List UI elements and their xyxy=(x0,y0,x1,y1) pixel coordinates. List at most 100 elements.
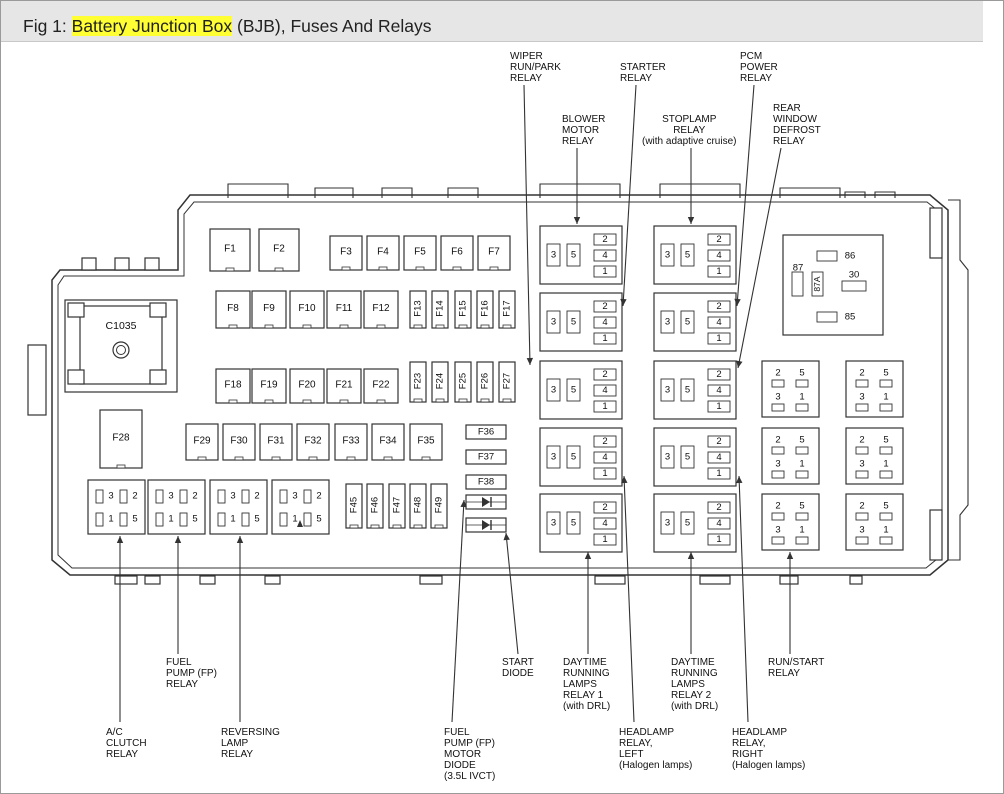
micro-relay-1-pin xyxy=(795,403,809,412)
wiper-relay-slot-pin-a xyxy=(546,310,561,334)
callout-headlamp-relay-right: HEADLAMP RELAY, RIGHT (Halogen lamps) xyxy=(732,727,806,771)
micro-relay-1 xyxy=(761,360,820,418)
title-bar: Fig 1: Battery Junction Box (BJB), Fuses… xyxy=(1,1,983,42)
iso-relay-4-pin-label: 2 xyxy=(316,491,321,502)
micro-relay-1-pin xyxy=(795,379,809,388)
fuse-f24-label: F24 xyxy=(435,373,446,389)
rear-defrost-relay-pin xyxy=(707,368,731,381)
micro-relay-4-pin xyxy=(879,446,893,455)
housing-bottom-tab xyxy=(114,575,138,585)
fuse-f35-tab xyxy=(421,456,431,461)
fuse-f15-label: F15 xyxy=(458,300,469,316)
arrow-pcm-line xyxy=(736,84,755,307)
arrow-rear-defrost-line xyxy=(737,147,782,369)
pcm-power-relay-pin-b xyxy=(680,310,695,334)
wiper-relay-slot-pin-label: 3 xyxy=(551,317,556,328)
blower-motor-relay-pin-a xyxy=(546,243,561,267)
rear-defrost-relay-pin xyxy=(707,384,731,397)
wiper-run-park-relay-pin-a xyxy=(546,378,561,402)
title-highlight: Battery Junction Box xyxy=(71,16,233,36)
fuse-f2-tab xyxy=(274,267,284,272)
fuse-f49-tab xyxy=(434,524,444,529)
connector-c1035-pin-core xyxy=(116,345,126,355)
fuse-f14-label: F14 xyxy=(435,300,446,316)
wiper-run-park-relay-pin xyxy=(593,384,617,397)
fuse-f8 xyxy=(215,290,251,329)
ac-clutch-relay-pin xyxy=(95,512,104,527)
fuse-f31-label: F31 xyxy=(267,436,285,447)
run-start-relay xyxy=(761,493,820,551)
micro-relay-6-pin-label: 5 xyxy=(883,501,888,512)
callout-wiper-relay: WIPER RUN/PARK RELAY xyxy=(510,51,561,84)
arrow-blower-head xyxy=(573,217,581,224)
fuse-f12-tab xyxy=(376,324,386,329)
drl-relay-1-lower-pin-label: 1 xyxy=(602,534,607,545)
fuse-f25-label: F25 xyxy=(458,373,469,389)
ac-clutch-relay-pin-label: 2 xyxy=(132,491,137,502)
drl-relay-2-pin-a xyxy=(660,511,675,535)
arrow-drl-1-head xyxy=(584,552,592,559)
rear-defrost-relay-pin-b xyxy=(680,378,695,402)
fuse-f30-tab xyxy=(234,456,244,461)
drl-relay-1-pin xyxy=(593,435,617,448)
wiper-run-park-relay-pin xyxy=(593,400,617,413)
fuse-f20-tab xyxy=(302,399,312,404)
micro-relay-4-pin-label: 5 xyxy=(883,435,888,446)
fuse-f37 xyxy=(465,449,507,465)
fuse-f25-tab xyxy=(458,398,468,403)
starter-slot-pin xyxy=(707,451,731,464)
fuse-f21-label: F21 xyxy=(335,380,353,391)
drl-relay-1-lower-pin-a xyxy=(546,511,561,535)
connector-c1035-latch xyxy=(67,302,85,318)
ac-clutch-relay-pin xyxy=(95,489,104,504)
micro-relay-2 xyxy=(845,360,904,418)
drl-relay-1-lower-pin-label: 2 xyxy=(602,502,607,513)
micro-relay-2-pin-label: 2 xyxy=(859,368,864,379)
stoplamp-relay-pin-label: 2 xyxy=(716,234,721,245)
blower-motor-relay-pin-label: 5 xyxy=(571,250,576,261)
ac-clutch-relay-pin-label: 5 xyxy=(132,514,137,525)
fuse-f10-label: F10 xyxy=(298,303,316,314)
drl-relay-1-lower-pin-label: 4 xyxy=(602,518,607,529)
rear-defrost-relay-pin xyxy=(707,400,731,413)
housing-left-tab xyxy=(27,344,47,416)
fuse-f18-tab xyxy=(228,399,238,404)
micro-relay-4-pin-label: 2 xyxy=(859,435,864,446)
drl-relay-1-lower-pin xyxy=(593,533,617,546)
callout-ac-clutch-relay: A/C CLUTCH RELAY xyxy=(106,727,147,760)
large-relay-pin-85 xyxy=(816,311,838,323)
callout-starter-relay: STARTER RELAY xyxy=(620,62,666,84)
micro-relay-6-pin-label: 2 xyxy=(859,501,864,512)
rear-defrost-relay-pin-label: 1 xyxy=(716,401,721,412)
micro-relay-6-pin xyxy=(855,512,869,521)
pcm-power-relay-pin-label: 4 xyxy=(716,317,721,328)
fuel-pump-relay-pin-label: 2 xyxy=(192,491,197,502)
housing-right-rail xyxy=(948,199,969,561)
drl-relay-1-pin-label: 3 xyxy=(551,452,556,463)
fuse-f19-label: F19 xyxy=(260,380,278,391)
fuse-f11-tab xyxy=(339,324,349,329)
callout-start-diode: START DIODE xyxy=(502,657,534,679)
drl-relay-2-pin-label: 3 xyxy=(665,518,670,529)
start-diode-symbol xyxy=(482,520,490,530)
drl-relay-1-lower-pin xyxy=(593,517,617,530)
pcm-power-relay-pin-a xyxy=(660,310,675,334)
fuse-f32-label: F32 xyxy=(304,436,322,447)
fuse-f9-label: F9 xyxy=(263,303,275,314)
blower-motor-relay-pin xyxy=(593,265,617,278)
reversing-lamp-relay-pin xyxy=(241,489,250,504)
drl-relay-1-pin xyxy=(593,467,617,480)
starter-slot-pin-label: 3 xyxy=(665,452,670,463)
iso-relay-4-pin xyxy=(279,512,288,527)
micro-relay-2-pin-label: 3 xyxy=(859,392,864,403)
fuel-pump-relay-pin xyxy=(179,512,188,527)
housing-top-tab xyxy=(874,191,896,198)
housing-bottom-tab xyxy=(779,575,799,585)
reversing-lamp-relay-pin xyxy=(241,512,250,527)
micro-relay-4 xyxy=(845,427,904,485)
wiper-relay-slot-pin xyxy=(593,316,617,329)
reversing-lamp-relay-pin-label: 1 xyxy=(230,514,235,525)
fuel-pump-relay-pin xyxy=(179,489,188,504)
micro-relay-2-pin-label: 1 xyxy=(883,392,888,403)
fuel-pump-relay-pin xyxy=(155,489,164,504)
